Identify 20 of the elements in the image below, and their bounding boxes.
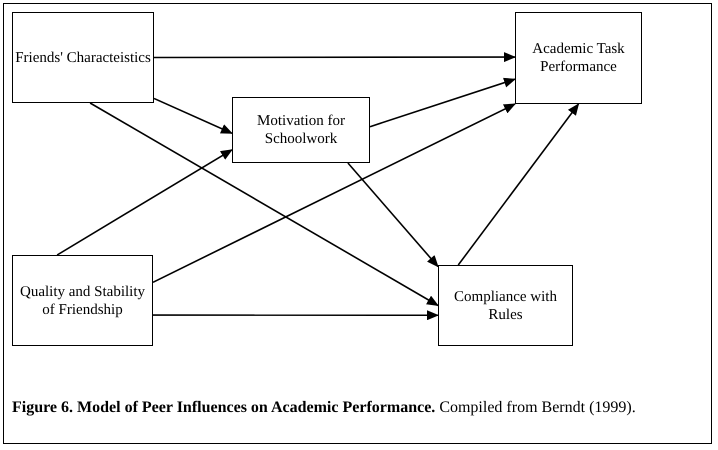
node-label: Compliance with Rules	[453, 288, 558, 324]
node-label: Friends' Characteistics	[15, 48, 151, 66]
node-label: Motivation for Schoolwork	[256, 112, 346, 148]
process-box	[515, 12, 642, 104]
arrow	[370, 78, 516, 128]
arrow	[458, 103, 580, 266]
figure-caption: Figure 6. Model of Peer Influences on Academic Performance. Compiled from Berndt (1999).	[12, 398, 637, 418]
arrow	[154, 52, 516, 62]
arrow	[90, 102, 439, 306]
arrow	[154, 98, 233, 134]
arrow	[347, 162, 439, 268]
arrow	[153, 310, 439, 320]
process-box	[12, 12, 154, 103]
arrow	[152, 103, 516, 284]
process-box	[12, 255, 153, 346]
process-box	[232, 97, 370, 163]
node-label: Academic Task Performance	[531, 40, 626, 76]
node-label: Quality and Stability of Friendship	[19, 282, 146, 318]
process-box	[438, 265, 573, 346]
arrow	[56, 149, 233, 256]
